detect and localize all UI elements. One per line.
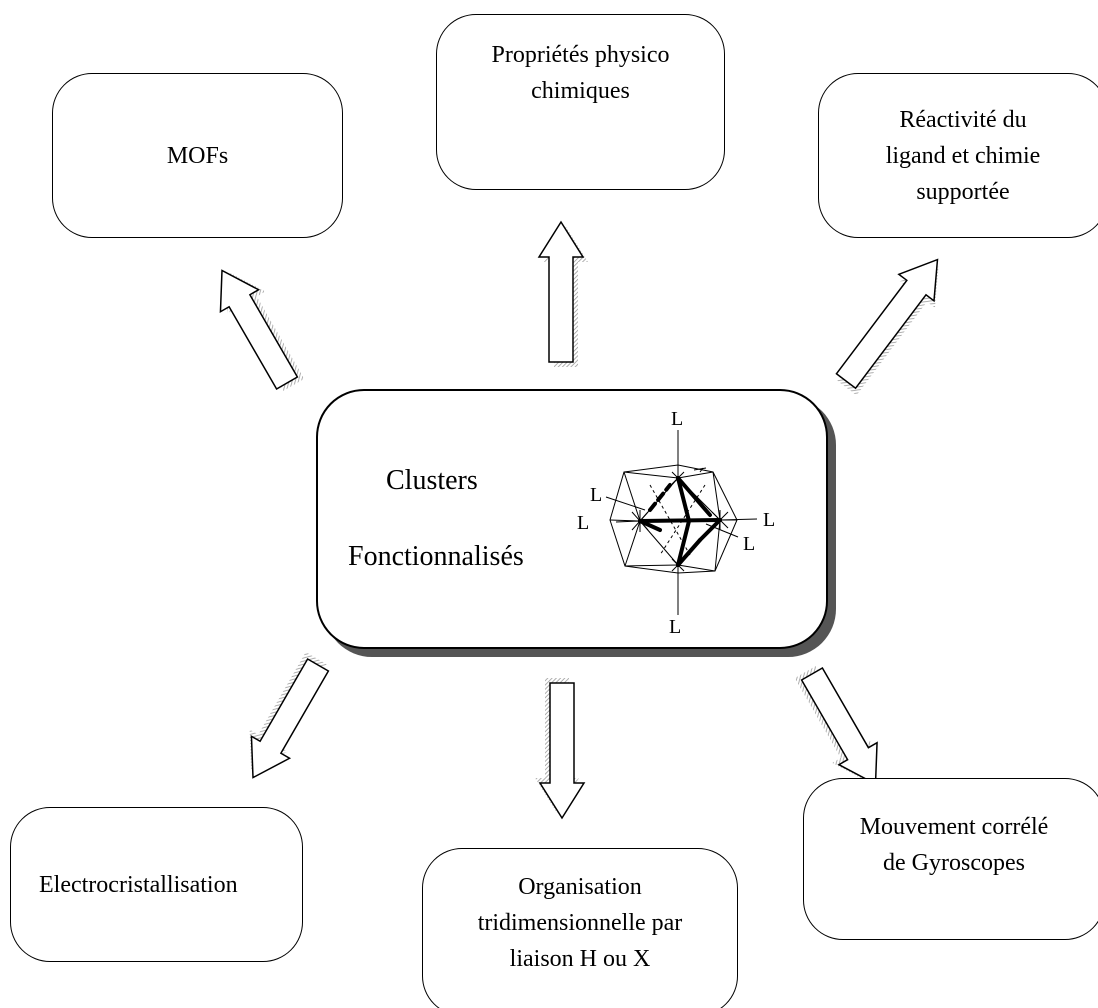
arrow-up — [537, 220, 585, 363]
arrow-down-left — [250, 657, 330, 779]
box-electro-label: Electrocristallisation — [39, 871, 238, 898]
center-title-line2: Fonctionnalisés — [348, 541, 524, 572]
box-proprietes-physico-chimiques: Propriétés physico chimiques — [436, 14, 725, 190]
arrow-down — [538, 682, 586, 820]
box-reactivite-ligand: Réactivité du ligand et chimie supportée — [818, 73, 1098, 238]
arrow-up-right — [835, 258, 939, 390]
ligand-label-top: L — [671, 408, 684, 430]
box-gyroscopes: Mouvement corrélé de Gyroscopes — [803, 778, 1098, 940]
ligand-label-bottom: L — [669, 616, 682, 638]
ligand-label-right: L — [763, 509, 776, 531]
center-title-line1: Clusters — [386, 465, 478, 496]
box-gyroscopes-label: Mouvement corrélé de Gyroscopes — [859, 814, 1049, 876]
arrow-down-right — [800, 666, 878, 786]
ligand-label-left: L — [577, 512, 590, 534]
box-reactivite-label: Réactivité du ligand et chimie supportée — [885, 106, 1041, 205]
ligand-label-upper-left: L — [590, 484, 603, 506]
cluster-octahedron-icon — [605, 430, 758, 615]
ligand-label-lower-right: L — [743, 533, 756, 555]
box-organisation-label: Organisation tridimensionnelle par liais… — [477, 874, 683, 972]
box-organisation-tridimensionnelle: Organisation tridimensionnelle par liais… — [422, 848, 738, 1008]
arrow-up-left — [219, 269, 299, 391]
box-physico-label: Propriétés physico chimiques — [491, 42, 670, 104]
box-electrocristallisation: Electrocristallisation — [10, 807, 303, 962]
box-mofs-label: MOFs — [166, 142, 229, 169]
box-mofs: MOFs — [52, 73, 343, 238]
